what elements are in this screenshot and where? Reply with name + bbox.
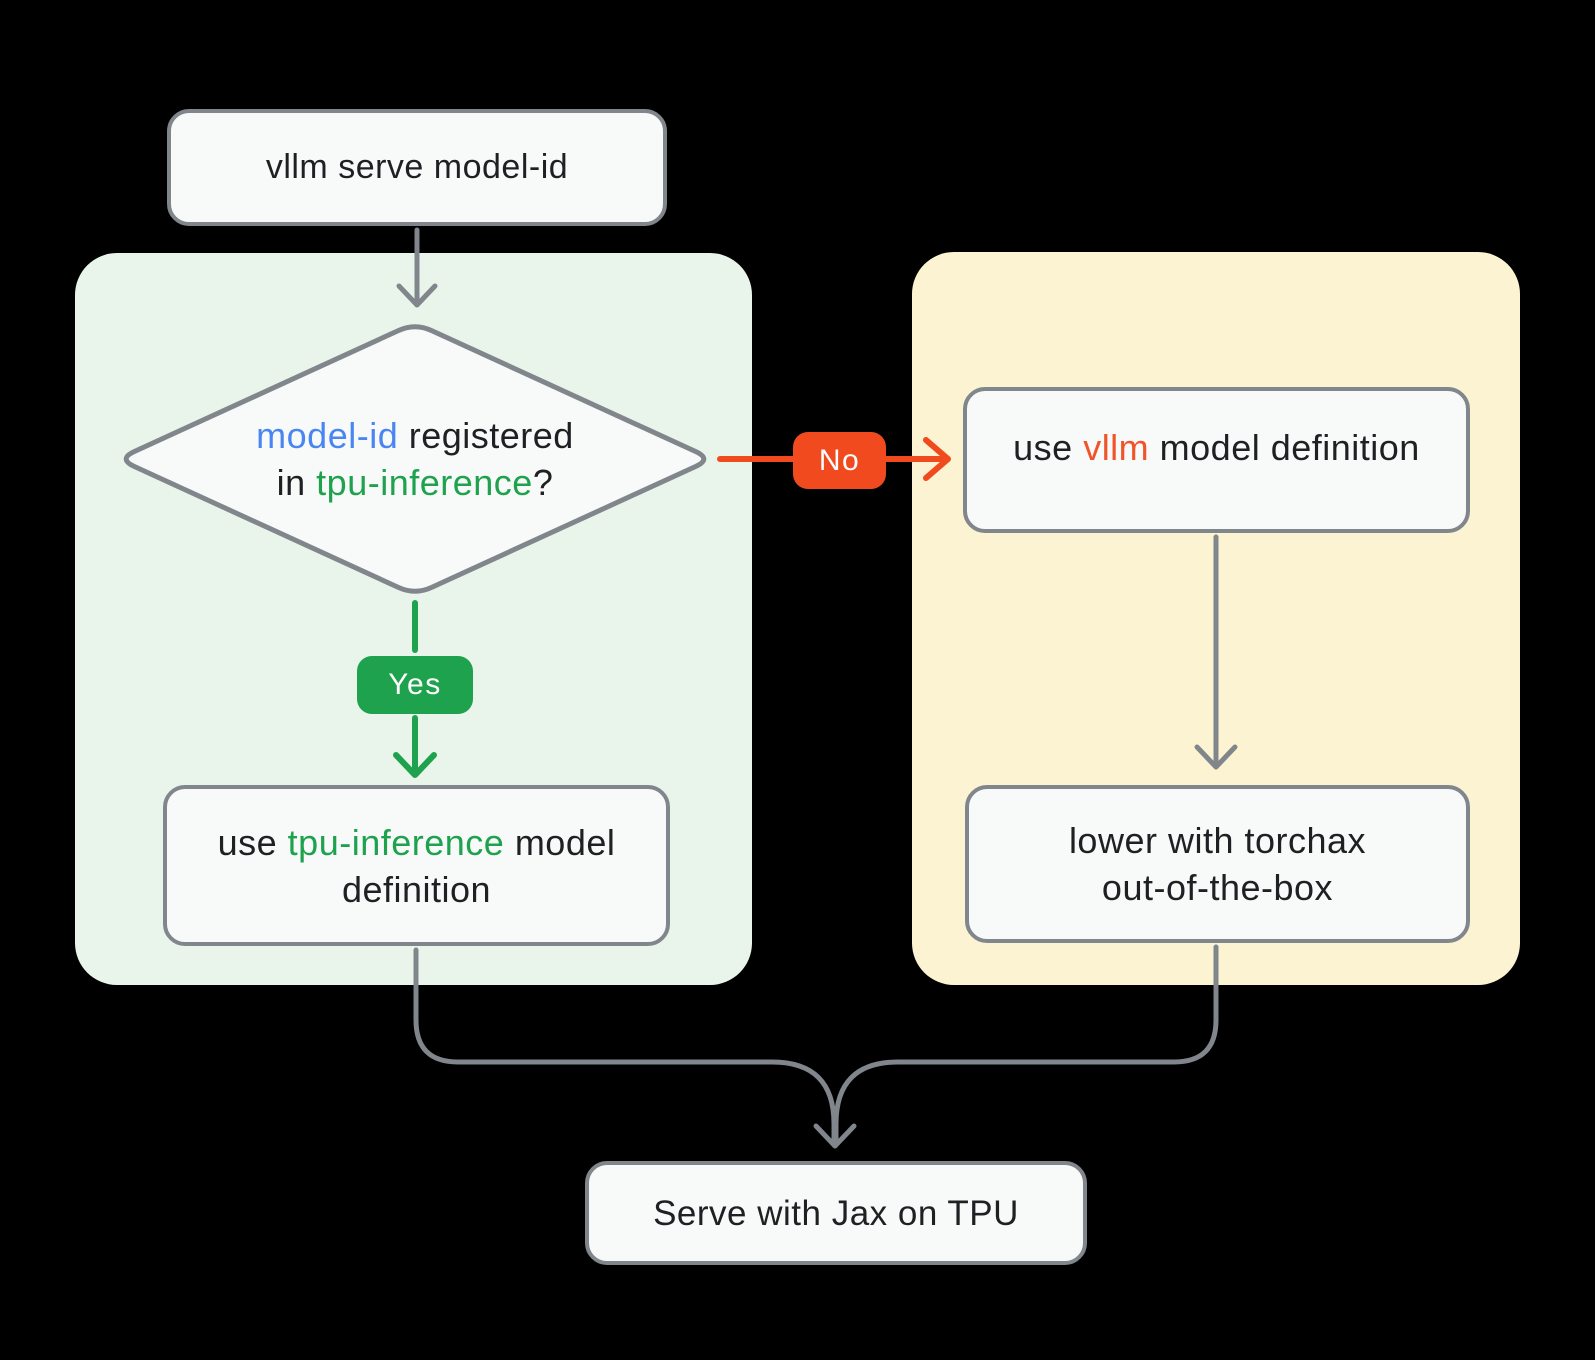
arrowhead-down-green-icon	[393, 752, 437, 778]
text-segment: tpu-inference	[287, 821, 505, 863]
yes-label-text: Yes	[388, 668, 442, 701]
text-segment: model definition	[1149, 426, 1420, 468]
text-segment: vllm serve model-id	[265, 148, 569, 186]
text-segment: model-id	[256, 415, 399, 456]
text-segment: use	[1013, 426, 1084, 468]
arrowhead-right-orange-icon	[923, 437, 951, 481]
connector-torchax-to-serve	[833, 944, 1219, 1146]
text-segment: lower with torchax out-of-the-box	[1068, 820, 1367, 908]
node-use-vllm-definition: use vllm model definition	[963, 387, 1470, 533]
text-segment: Serve with Jax on TPU	[653, 1193, 1019, 1233]
node-use-tpu-label: use tpu-inference model definition	[218, 819, 616, 913]
text-segment: vllm	[1083, 426, 1150, 468]
edge-label-yes: Yes	[357, 656, 473, 714]
node-serve-label: Serve with Jax on TPU	[653, 1190, 1019, 1237]
text-segment: tpu-inference	[316, 462, 533, 503]
decision-node-label: model-id registered in tpu-inference?	[115, 330, 715, 588]
text-segment: use	[217, 821, 288, 863]
text-segment: registered in	[276, 415, 574, 503]
node-use-tpu-inference: use tpu-inference model definition	[163, 785, 670, 946]
decision-diamond-shape	[123, 324, 707, 594]
text-segment: model definition	[341, 821, 616, 910]
node-serve-with-jax: Serve with Jax on TPU	[585, 1161, 1087, 1265]
arrowhead-down-icon	[1194, 744, 1238, 770]
connector-use-tpu-to-serve	[413, 947, 837, 1146]
node-start-label: vllm serve model-id	[266, 144, 568, 191]
text-segment: ?	[532, 462, 554, 503]
node-torchax-label: lower with torchax out-of-the-box	[1069, 817, 1366, 911]
arrowhead-down-icon	[396, 283, 438, 308]
edge-label-no: No	[793, 432, 886, 489]
node-use-vllm-label: use vllm model definition	[1013, 424, 1420, 471]
no-label-text: No	[818, 443, 861, 477]
node-start-command: vllm serve model-id	[167, 109, 667, 226]
node-lower-with-torchax: lower with torchax out-of-the-box	[965, 785, 1470, 943]
arrowhead-down-icon	[813, 1123, 857, 1149]
decision-question-text: model-id registered in tpu-inference?	[256, 412, 574, 506]
